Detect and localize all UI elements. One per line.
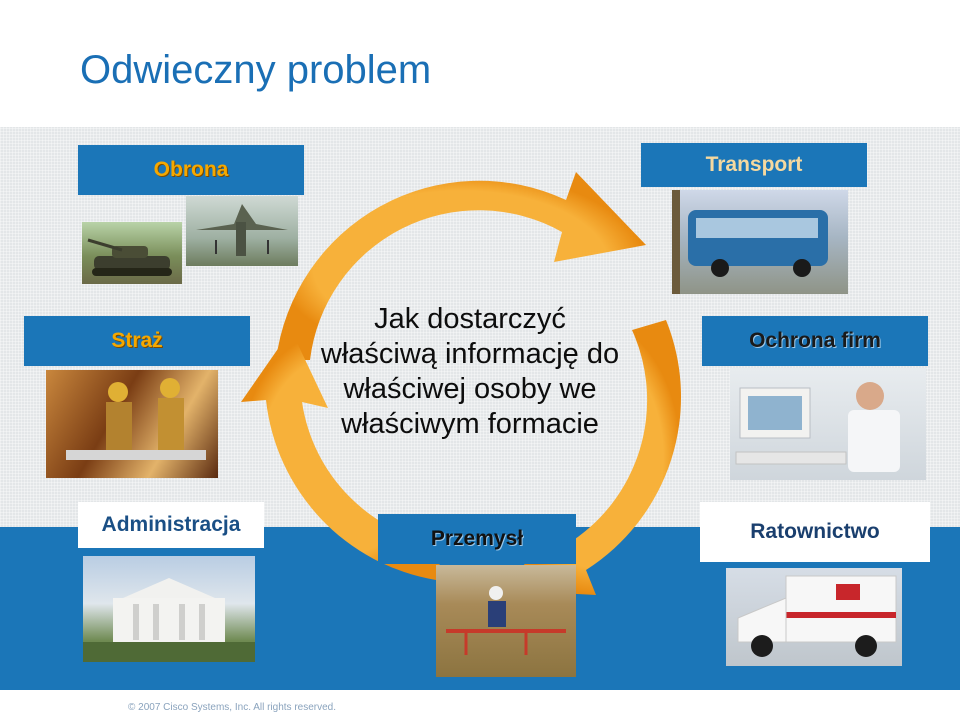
cycle-arrow-2 (504, 320, 682, 595)
tank-photo (82, 222, 182, 284)
cycle-arrow-1 (276, 172, 646, 360)
label-ochrona-firm: Ochrona firm (702, 316, 928, 366)
center-line-1: Jak dostarczyć (374, 303, 566, 335)
label-transport: Transport (641, 143, 867, 187)
cycle-arrow-3 (241, 330, 444, 580)
copyright-footer: © 2007 Cisco Systems, Inc. All rights re… (128, 702, 337, 713)
ambulance-photo (726, 568, 902, 666)
field-worker-photo (436, 565, 576, 677)
center-line-2: właściwą informację do (320, 338, 620, 370)
label-administracja: Administracja (78, 502, 264, 548)
security-desk-photo (730, 368, 926, 480)
label-przemysl: Przemysł (378, 514, 576, 564)
label-ratownictwo: Ratownictwo (700, 502, 930, 562)
bus-photo (672, 190, 848, 294)
label-obrona: Obrona (78, 145, 304, 195)
white-house-photo (83, 556, 255, 662)
label-straz: Straż (24, 316, 250, 366)
jet-photo (186, 196, 298, 266)
center-line-3: właściwej osoby we (343, 373, 597, 405)
center-question: Jak dostarczyć właściwą informację do wł… (260, 302, 680, 442)
firefighters-photo (46, 370, 218, 478)
center-line-4: właściwym formacie (341, 408, 599, 440)
slide-title: Odwieczny problem (80, 48, 432, 92)
cycle-arrows (241, 172, 682, 595)
